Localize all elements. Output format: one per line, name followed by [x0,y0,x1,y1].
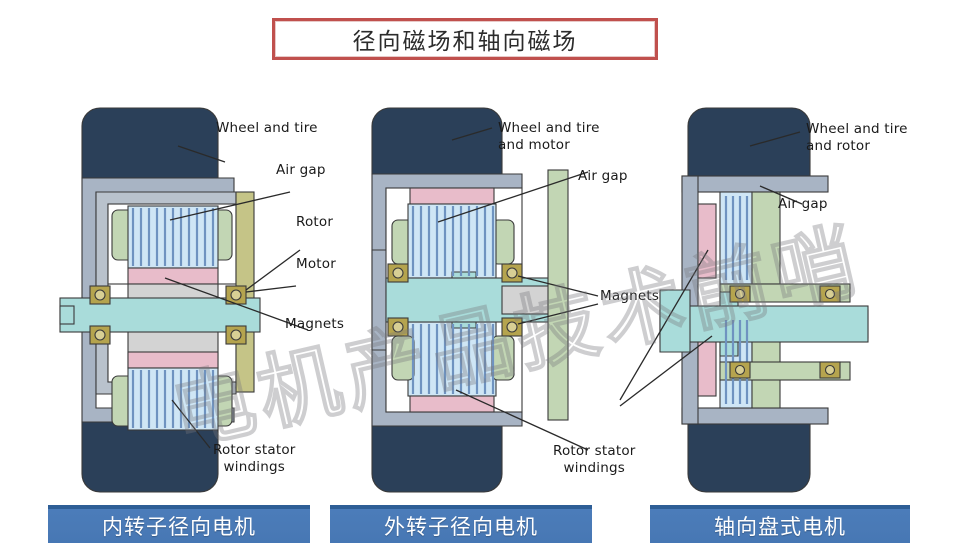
label-rotor-stator-windings-2: Rotor stator windings [553,443,636,477]
slide-title-box: 径向磁场和轴向磁场 [272,18,658,60]
label-rotor-1: Rotor [296,214,334,230]
label-air-gap-2: Air gap [578,168,628,184]
diagram-axial-disc-motor [619,100,910,500]
caption-inner-rotor-radial: 内转子径向电机 [48,505,310,543]
rsw-line2-2: windings [563,459,625,476]
label-rotor-stator-windings-1: Rotor stator windings [213,442,296,476]
wtr-line1: Wheel and tire [806,121,908,137]
page-title: 径向磁场和轴向磁场 [352,29,578,55]
label-wheel-tire-rotor-3: Wheel and tire and rotor [806,121,908,155]
label-air-gap-1: Air gap [276,162,326,178]
label-magnets-2: Magnets [600,288,660,304]
rsw-line2-1: windings [223,458,285,475]
label-motor-1: Motor [296,256,337,272]
wtm-line1: Wheel and tire [498,120,600,136]
wtm-line2: and motor [498,136,571,153]
label-magnets-1: Magnets [285,316,345,332]
label-wheel-tire-motor-2: Wheel and tire and motor [498,120,600,154]
label-wheel-and-tire-1: Wheel and tire [216,120,318,136]
diagram-inner-rotor-radial [59,100,320,500]
caption-axial-disc: 轴向盘式电机 [650,505,910,543]
caption-outer-rotor-radial: 外转子径向电机 [330,505,592,543]
rsw-line1-2: Rotor stator [553,443,636,459]
label-air-gap-3: Air gap [778,196,828,212]
rsw-line1-1: Rotor stator [213,442,296,458]
title-inner-frame: 径向磁场和轴向磁场 [275,21,655,57]
wtr-line2: and rotor [806,137,871,154]
diagram-outer-rotor-radial [352,100,612,500]
